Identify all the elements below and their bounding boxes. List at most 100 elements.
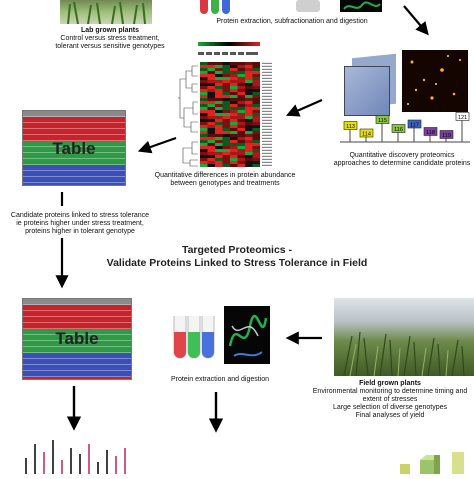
heatmap-cell — [207, 68, 215, 71]
heatmap-cell — [237, 134, 245, 137]
heatmap-row-label — [262, 71, 272, 73]
gel-image-2 — [344, 66, 390, 116]
candidate-caption-line2: ie proteins higher under stress treatmen… — [16, 220, 144, 227]
heatmap-cell — [222, 131, 230, 134]
heatmap-cell — [237, 86, 245, 89]
discovery-caption: Quantitative discovery proteomics approa… — [330, 152, 474, 168]
heatmap-cell — [252, 122, 260, 125]
heatmap-cell — [207, 83, 215, 86]
heatmap-cell — [252, 113, 260, 116]
heatmap-cell — [230, 122, 238, 125]
heatmap-cell — [200, 71, 208, 74]
heatmap-cell — [222, 128, 230, 131]
table-stripe — [23, 135, 125, 141]
lab-plants-caption: Lab grown plants Control versus stress t… — [40, 27, 180, 51]
heatmap-cell — [230, 146, 238, 149]
heatmap-cell — [215, 164, 223, 167]
table-stripe — [23, 129, 125, 135]
heatmap-cell — [237, 95, 245, 98]
heatmap-cell — [222, 125, 230, 128]
heatmap-cell — [222, 113, 230, 116]
protein-structure-image — [224, 306, 270, 364]
table-stripe — [23, 335, 131, 341]
reporter-tag-box — [359, 128, 374, 138]
heatmap-cell — [237, 92, 245, 95]
table-stripe — [23, 111, 125, 117]
heatmap-cell — [252, 137, 260, 140]
heatmap-cell — [230, 116, 238, 119]
heatmap-cell — [237, 113, 245, 116]
candidate-caption-line3: proteins higher in tolerant genotype — [25, 228, 135, 235]
lab-caption-line2: Control versus stress treatment, — [60, 35, 160, 42]
heatmap-cell — [237, 116, 245, 119]
heatmap-cell — [237, 143, 245, 146]
heatmap-cell — [237, 107, 245, 110]
heatmap-cell — [222, 86, 230, 89]
heatmap-cell — [230, 98, 238, 101]
heatmap-cell — [237, 125, 245, 128]
heatmap-cell — [252, 89, 260, 92]
lab-caption-line3: tolerant versus sensitive genotypes — [55, 43, 165, 50]
reporter-tag-label: 119 — [442, 133, 451, 139]
table-stripe — [23, 183, 125, 185]
heatmap-cell — [245, 146, 253, 149]
heatmap-cell — [207, 80, 215, 83]
heatmap-cell — [207, 101, 215, 104]
heatmap-cell — [252, 95, 260, 98]
heatmap-cell — [245, 92, 253, 95]
field-caption-line3: extent of stresses — [362, 396, 418, 403]
heatmap-cell — [215, 65, 223, 68]
heatmap-cell — [245, 122, 253, 125]
heatmap-cell — [215, 152, 223, 155]
heatmap-cell — [252, 68, 260, 71]
heatmap-cell — [237, 74, 245, 77]
heatmap-cell — [207, 86, 215, 89]
field-caption-line2: Environmental monitoring to determine ti… — [312, 388, 468, 395]
heatmap-cell — [207, 65, 215, 68]
top-test-tubes-icon — [200, 0, 230, 14]
heatmap-cell — [237, 104, 245, 107]
table-stripe — [23, 359, 131, 365]
mass-spec-image — [402, 50, 468, 112]
heatmap-cell — [215, 143, 223, 146]
heatmap-cell — [230, 134, 238, 137]
heading-line1: Targeted Proteomics - — [181, 244, 293, 256]
heatmap-cell — [245, 119, 253, 122]
heatmap-cell — [207, 62, 215, 65]
heatmap-row-label — [262, 95, 272, 97]
heatmap-cell — [222, 122, 230, 125]
table-stripe — [23, 377, 131, 379]
arrow-heatmap-to-table — [137, 136, 177, 154]
bottom-3d-bars — [400, 452, 464, 474]
heatmap-cell — [252, 164, 260, 167]
heatmap-row-label — [262, 110, 272, 112]
field-grass — [343, 331, 465, 377]
heatmap-row-label — [262, 119, 272, 121]
field-caption-line4: Large selection of diverse genotypes — [332, 404, 448, 411]
heatmap-cell — [237, 89, 245, 92]
targeted-proteomics-heading: Targeted Proteomics - Validate Proteins … — [0, 244, 474, 270]
heatmap-cell — [230, 107, 238, 110]
heatmap-cell — [222, 107, 230, 110]
heatmap-cell — [200, 80, 208, 83]
heatmap-cell — [237, 122, 245, 125]
heatmap-cell — [245, 134, 253, 137]
heatmap-row-label — [262, 128, 272, 130]
heatmap-cell — [230, 164, 238, 167]
heatmap-cell — [207, 158, 215, 161]
heatmap-cell — [200, 146, 208, 149]
heatmap-cell — [200, 74, 208, 77]
reporter-tag-box — [423, 127, 438, 136]
table-stripe — [23, 123, 125, 129]
heatmap-cell — [222, 62, 230, 65]
heatmap-cell — [230, 119, 238, 122]
heatmap-cell — [200, 131, 208, 134]
heatmap-cell — [245, 80, 253, 83]
heatmap-cell — [245, 74, 253, 77]
heatmap-cell — [222, 164, 230, 167]
heatmap-cell — [245, 131, 253, 134]
heatmap-cell — [207, 146, 215, 149]
heatmap-cell — [222, 104, 230, 107]
table-stripe — [23, 305, 131, 311]
